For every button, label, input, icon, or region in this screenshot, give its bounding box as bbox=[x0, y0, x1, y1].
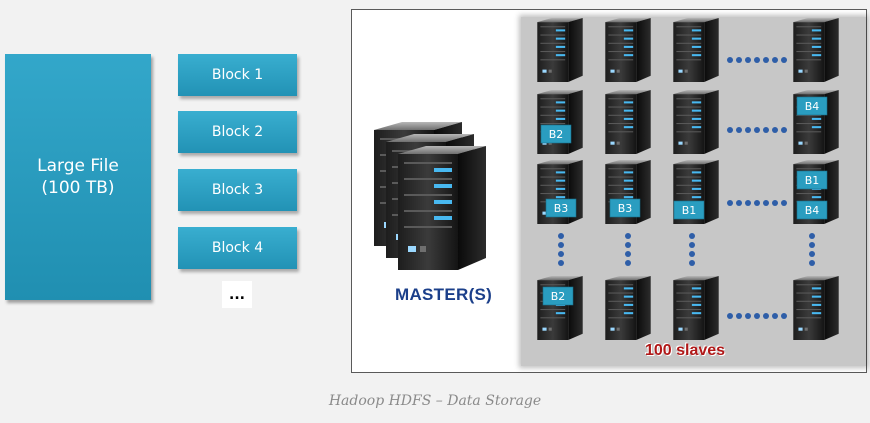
figure-caption: Hadoop HDFS – Data Storage bbox=[328, 393, 542, 409]
tag-row2-col3-bottom: B4 bbox=[796, 200, 828, 220]
block-3: Block 3 bbox=[178, 169, 297, 211]
tag-row1-col3: B4 bbox=[796, 96, 828, 116]
tag-row1-col0-text: B2 bbox=[549, 128, 564, 141]
slaves-label: 100 slaves bbox=[645, 342, 726, 359]
tag-row1-col0: B2 bbox=[540, 124, 572, 144]
tag-row2-col1-text: B3 bbox=[618, 202, 633, 215]
block-4: Block 4 bbox=[178, 227, 297, 269]
block-1: Block 1 bbox=[178, 54, 297, 96]
tag-row2-col3-top-text: B1 bbox=[805, 174, 820, 187]
tag-row2-col0: B3 bbox=[545, 198, 577, 218]
vertical-dots bbox=[558, 233, 815, 266]
tag-row2-col2: B1 bbox=[673, 200, 705, 220]
tag-row3-col0: B2 bbox=[542, 286, 574, 306]
tag-row2-col1: B3 bbox=[609, 198, 641, 218]
horizontal-dots bbox=[727, 57, 787, 319]
tag-row2-col3-bottom-text: B4 bbox=[805, 204, 820, 217]
tag-row2-col0-text: B3 bbox=[554, 202, 569, 215]
master-label: MASTER(S) bbox=[395, 285, 493, 304]
block-2: Block 2 bbox=[178, 111, 297, 153]
tag-row2-col3-top: B1 bbox=[796, 170, 828, 190]
tag-row3-col0-text: B2 bbox=[551, 290, 566, 303]
tag-row1-col3-text: B4 bbox=[805, 100, 820, 113]
large-file-label: Large File bbox=[37, 156, 119, 176]
master-servers bbox=[374, 122, 486, 270]
large-file-box: Large File (100 TB) bbox=[5, 54, 151, 300]
more-blocks-ellipsis: ... bbox=[222, 281, 252, 308]
tag-row2-col2-text: B1 bbox=[682, 204, 697, 217]
replica-tags: B2 B4 B3 B3 B1 B1 B4 B2 bbox=[540, 96, 828, 306]
slave-servers bbox=[537, 18, 839, 340]
large-file-size: (100 TB) bbox=[41, 178, 115, 198]
